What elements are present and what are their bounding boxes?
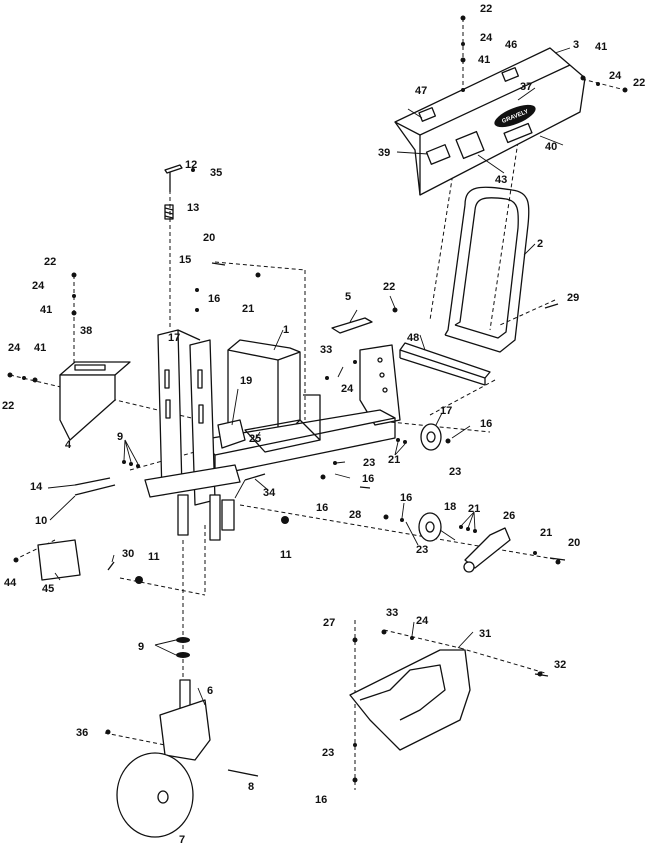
callout-22-d: 22: [383, 281, 395, 293]
callout-21-d: 21: [540, 527, 552, 539]
callout-18: 18: [444, 501, 456, 513]
callout-40: 40: [545, 141, 557, 153]
callout-44: 44: [4, 577, 17, 589]
callout-16-d: 16: [316, 502, 328, 514]
callout-6: 6: [207, 685, 213, 697]
callout-33-a: 33: [320, 344, 332, 356]
callout-36: 36: [76, 727, 88, 739]
callout-9-upper: 9: [117, 431, 123, 443]
callout-32: 32: [554, 659, 566, 671]
callout-3: 3: [573, 39, 579, 51]
callout-21-a: 21: [242, 303, 254, 315]
part-side-bracket: [359, 344, 401, 426]
part-45-plate: [37, 539, 81, 581]
callout-22-c: 22: [44, 256, 56, 268]
part-48-plate: [399, 342, 491, 386]
callout-27: 27: [323, 617, 335, 629]
callout-24-b: 24: [609, 70, 622, 82]
part-17-pulley: [420, 423, 442, 451]
part-13-spring: [164, 204, 174, 220]
callout-4: 4: [65, 439, 72, 451]
callout-24-f: 24: [416, 615, 429, 627]
callout-41-a: 41: [478, 54, 490, 66]
callout-45: 45: [42, 583, 54, 595]
part-5-bar: [331, 317, 373, 334]
callout-5: 5: [345, 291, 351, 303]
callout-16-c: 16: [362, 473, 374, 485]
callout-29: 29: [567, 292, 579, 304]
callout-23-b: 23: [449, 466, 461, 478]
callout-7: 7: [179, 834, 185, 846]
callout-46: 46: [505, 39, 517, 51]
callout-41-b: 41: [595, 41, 607, 53]
callout-23-d: 23: [322, 747, 334, 759]
callout-34: 34: [263, 487, 276, 499]
callout-16-a: 16: [208, 293, 220, 305]
callout-24-d: 24: [8, 342, 21, 354]
callout-20-a: 20: [203, 232, 215, 244]
part-left-frame: [144, 329, 241, 541]
callout-16-b: 16: [480, 418, 492, 430]
callout-31: 31: [479, 628, 491, 640]
leader-lines: [47, 47, 571, 706]
part-31-guard: [349, 649, 471, 751]
part-26-lever: [463, 527, 511, 573]
part-3-rear-cover: GRAVELY: [394, 47, 586, 196]
callout-48: 48: [407, 332, 419, 344]
callout-41-d: 41: [34, 342, 46, 354]
part-2-handle: [444, 186, 530, 353]
callout-13: 13: [187, 202, 199, 214]
callout-30: 30: [122, 548, 134, 560]
callout-22-a: 22: [480, 3, 492, 15]
callout-22-e: 22: [2, 400, 14, 412]
callout-25: 25: [249, 433, 261, 445]
callout-15: 15: [179, 254, 191, 266]
callout-47: 47: [415, 85, 427, 97]
callout-8: 8: [248, 781, 254, 793]
part-12-pin: [164, 164, 183, 192]
callout-2: 2: [537, 238, 543, 250]
part-38-left-plate: [59, 361, 131, 441]
callout-35: 35: [210, 167, 222, 179]
callout-17-b: 17: [440, 405, 452, 417]
logo-badge-icon: [494, 104, 536, 128]
callout-16-f: 16: [315, 794, 327, 806]
callout-33-b: 33: [386, 607, 398, 619]
callout-23-c: 23: [416, 544, 428, 556]
callout-12: 12: [185, 159, 197, 171]
callout-19: 19: [240, 375, 252, 387]
callout-43: 43: [495, 174, 507, 186]
callout-1: 1: [283, 324, 289, 336]
callout-labels: 1 2 3 4 5 6 7 8 9 9 10 11 11 12 13 14 15…: [2, 3, 645, 846]
part-6-caster-fork: [159, 679, 211, 761]
callout-26: 26: [503, 510, 515, 522]
bolts: [74, 262, 566, 777]
part-18-pulley: [418, 512, 442, 542]
callout-11-right: 11: [280, 549, 292, 561]
callout-11-left: 11: [148, 551, 160, 563]
callout-10: 10: [35, 515, 47, 527]
hardware: [7, 15, 628, 783]
callout-22-b: 22: [633, 77, 645, 89]
callout-21-b: 21: [388, 454, 400, 466]
callout-39: 39: [378, 147, 390, 159]
callout-14: 14: [30, 481, 43, 493]
callout-21-c: 21: [468, 503, 480, 515]
callout-28: 28: [349, 509, 361, 521]
callout-24-c: 24: [32, 280, 45, 292]
callout-24-a: 24: [480, 32, 493, 44]
callout-24-e: 24: [341, 383, 354, 395]
callout-23-a: 23: [363, 457, 375, 469]
callout-9-lower: 9: [138, 641, 144, 653]
part-1-main-frame: [199, 339, 396, 476]
callout-20-b: 20: [568, 537, 580, 549]
callout-17-a: 17: [168, 332, 180, 344]
callout-41-c: 41: [40, 304, 52, 316]
part-7-wheel: [116, 752, 194, 838]
callout-16-e: 16: [400, 492, 412, 504]
callout-37: 37: [520, 81, 532, 93]
callout-38: 38: [80, 325, 92, 337]
